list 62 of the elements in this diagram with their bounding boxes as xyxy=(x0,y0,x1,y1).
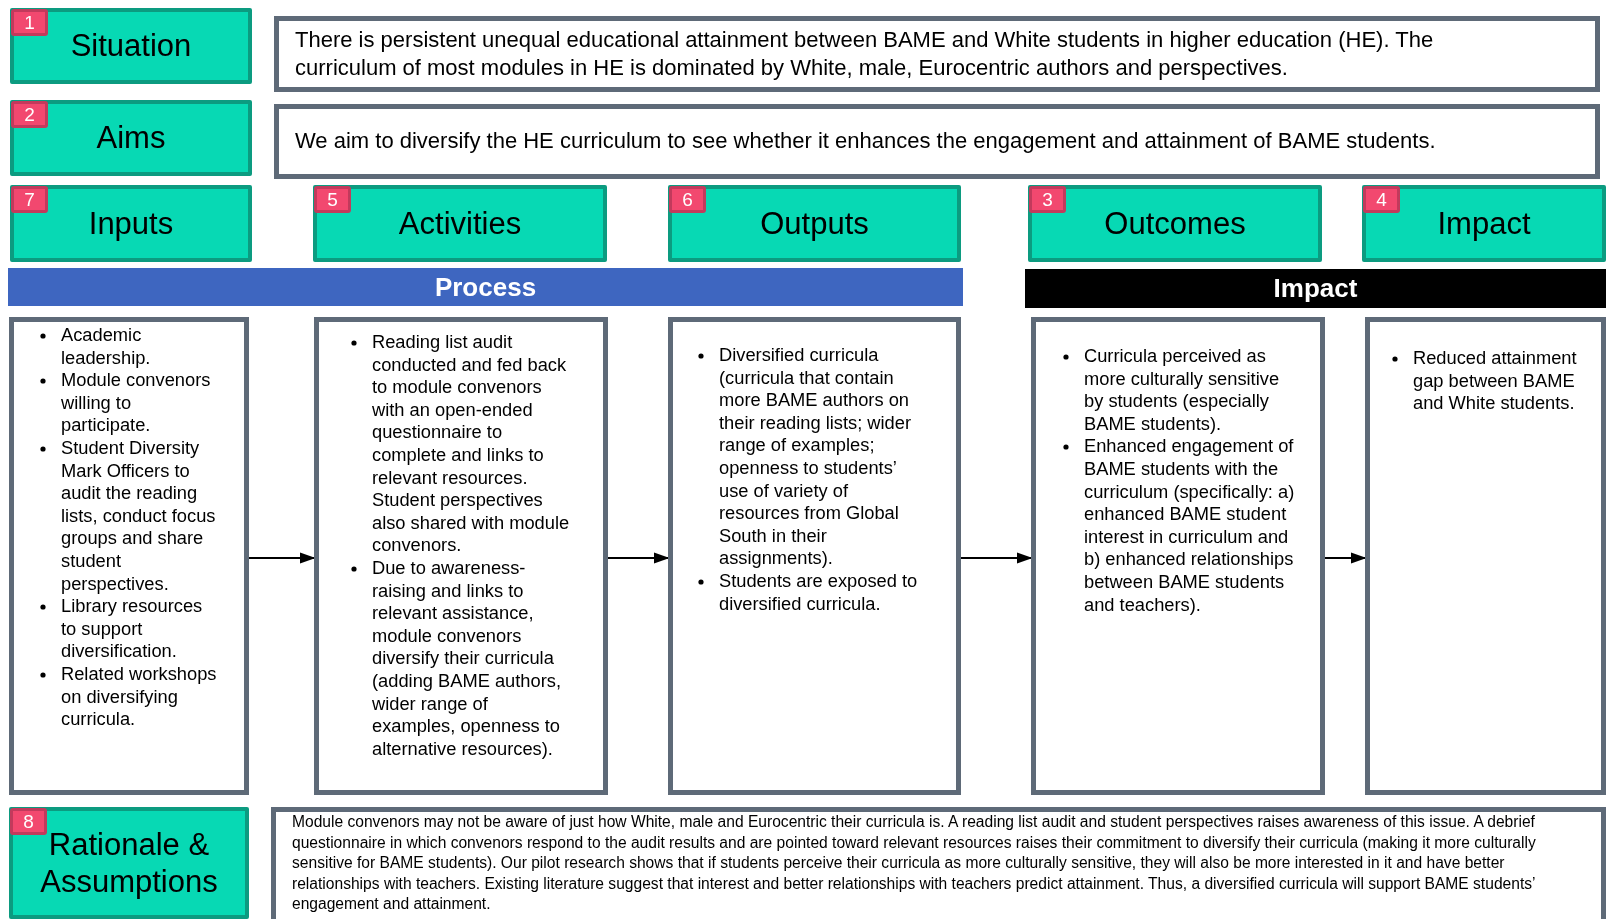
section-band xyxy=(8,268,963,306)
section-header xyxy=(1028,185,1322,262)
section-header xyxy=(10,8,252,84)
section-title: Outputs xyxy=(760,204,869,243)
step-number: 1 xyxy=(24,11,35,34)
arrow xyxy=(248,552,316,564)
step-number: 4 xyxy=(1376,188,1387,211)
number-badge xyxy=(11,9,48,36)
text-panel xyxy=(274,16,1600,92)
description-text: We aim to diversify the HE curriculum to see whether it enhances the engagement and attainment of BAME students. xyxy=(295,127,1436,156)
section-title: Activities xyxy=(398,204,522,243)
section-title: Rationale & Assumptions xyxy=(39,825,219,901)
step-number: 6 xyxy=(682,188,693,211)
bullet-text: Library resources to support diversification. xyxy=(61,595,203,662)
number-badge xyxy=(11,186,48,213)
bullet-text: Related workshops on diversifying curricula. xyxy=(61,662,217,730)
arrow xyxy=(607,552,670,564)
band-title: Process xyxy=(434,271,537,303)
step-number: 8 xyxy=(23,810,34,833)
number-badge xyxy=(314,186,351,213)
section-title: Outcomes xyxy=(1104,204,1246,243)
section-title: Aims xyxy=(96,119,166,157)
step-number: 2 xyxy=(24,103,35,126)
number-badge xyxy=(669,186,706,213)
arrow xyxy=(960,552,1033,564)
section-header xyxy=(9,807,249,919)
content-panel xyxy=(314,317,608,795)
description-text: Module convenors may not be aware of just how White, male and Eurocentric their curricula is. A reading list audit and student perspectives raises awareness of this issue. A debrief questionnaire in which convenors respond to the audit results and are pointed toward relevant resources raises their commitment to diversify their curricula (making it more culturally sensitive for BAME students). Our pilot research shows that if students perceive their curricula as more culturally sensitive, they will also be more interested in it and have better relationships with teachers. Existing literature suggest that interest and better relationships with teachers predict attainment. Thus, a diversified curricula will support BAME students’ engagement and attainment. xyxy=(292,812,1537,915)
step-number: 5 xyxy=(327,188,338,211)
section-title: Impact xyxy=(1437,204,1531,243)
arrow xyxy=(1324,552,1367,564)
number-badge xyxy=(10,808,47,835)
step-number: 3 xyxy=(1042,188,1053,211)
section-header xyxy=(10,185,252,262)
content-panel xyxy=(9,317,249,795)
description-text: There is persistent unequal educational attainment between BAME and White students in higher education (HE). The curriculum of most modules in HE is dominated by White, male, Eurocentric authors and perspectives. xyxy=(295,25,1435,82)
section-header xyxy=(668,185,961,262)
bullet-text: Students are exposed to diversified curricula. xyxy=(719,569,918,614)
content-panel xyxy=(1365,317,1606,795)
content-panel xyxy=(1031,317,1325,795)
step-number: 7 xyxy=(24,188,35,211)
bullet-text: Academic leadership. xyxy=(61,324,151,368)
bullet-text: Reduced attainment gap between BAME and White students. xyxy=(1413,347,1577,414)
bullet-text: Diversified curricula (curricula that contain more BAME authors on their reading lists; wider range of examples; openness to students’ use of variety of resources from Global South in their assignments). xyxy=(719,344,912,569)
section-title: Situation xyxy=(70,27,192,65)
bullet-text: Reading list audit conducted and fed back to module convenors with an open-ended questionnaire to complete and links to relevant resources. Student perspectives also shared with module convenors. xyxy=(372,331,570,556)
bullet-text: Module convenors willing to participate. xyxy=(61,369,211,436)
bullet-text: Curricula perceived as more culturally sensitive by students (especially BAME students). xyxy=(1084,345,1280,434)
section-header xyxy=(313,185,607,262)
content-panel xyxy=(668,317,961,795)
section-header xyxy=(1362,185,1606,262)
number-badge xyxy=(11,101,48,128)
number-badge xyxy=(1363,186,1400,213)
bullet-text: Due to awareness-raising and links to relevant assistance, module convenors diversify their curricula (adding BAME authors, wider range of examples, openness to alternative resources). xyxy=(372,556,561,759)
number-badge xyxy=(1029,186,1066,213)
section-header xyxy=(10,100,252,176)
text-panel xyxy=(274,104,1600,179)
bullet-text: Enhanced engagement of BAME students with the curriculum (specifically: a) enhanced BAME student interest in curriculum and b) enhanced relationships between BAME students and teachers). xyxy=(1084,435,1295,615)
bullet-text: Student Diversity Mark Officers to audit the reading lists, conduct focus groups and share student perspectives. xyxy=(61,436,216,594)
band-title: Impact xyxy=(1273,273,1358,304)
section-title: Inputs xyxy=(88,204,174,243)
section-band xyxy=(1025,269,1606,308)
